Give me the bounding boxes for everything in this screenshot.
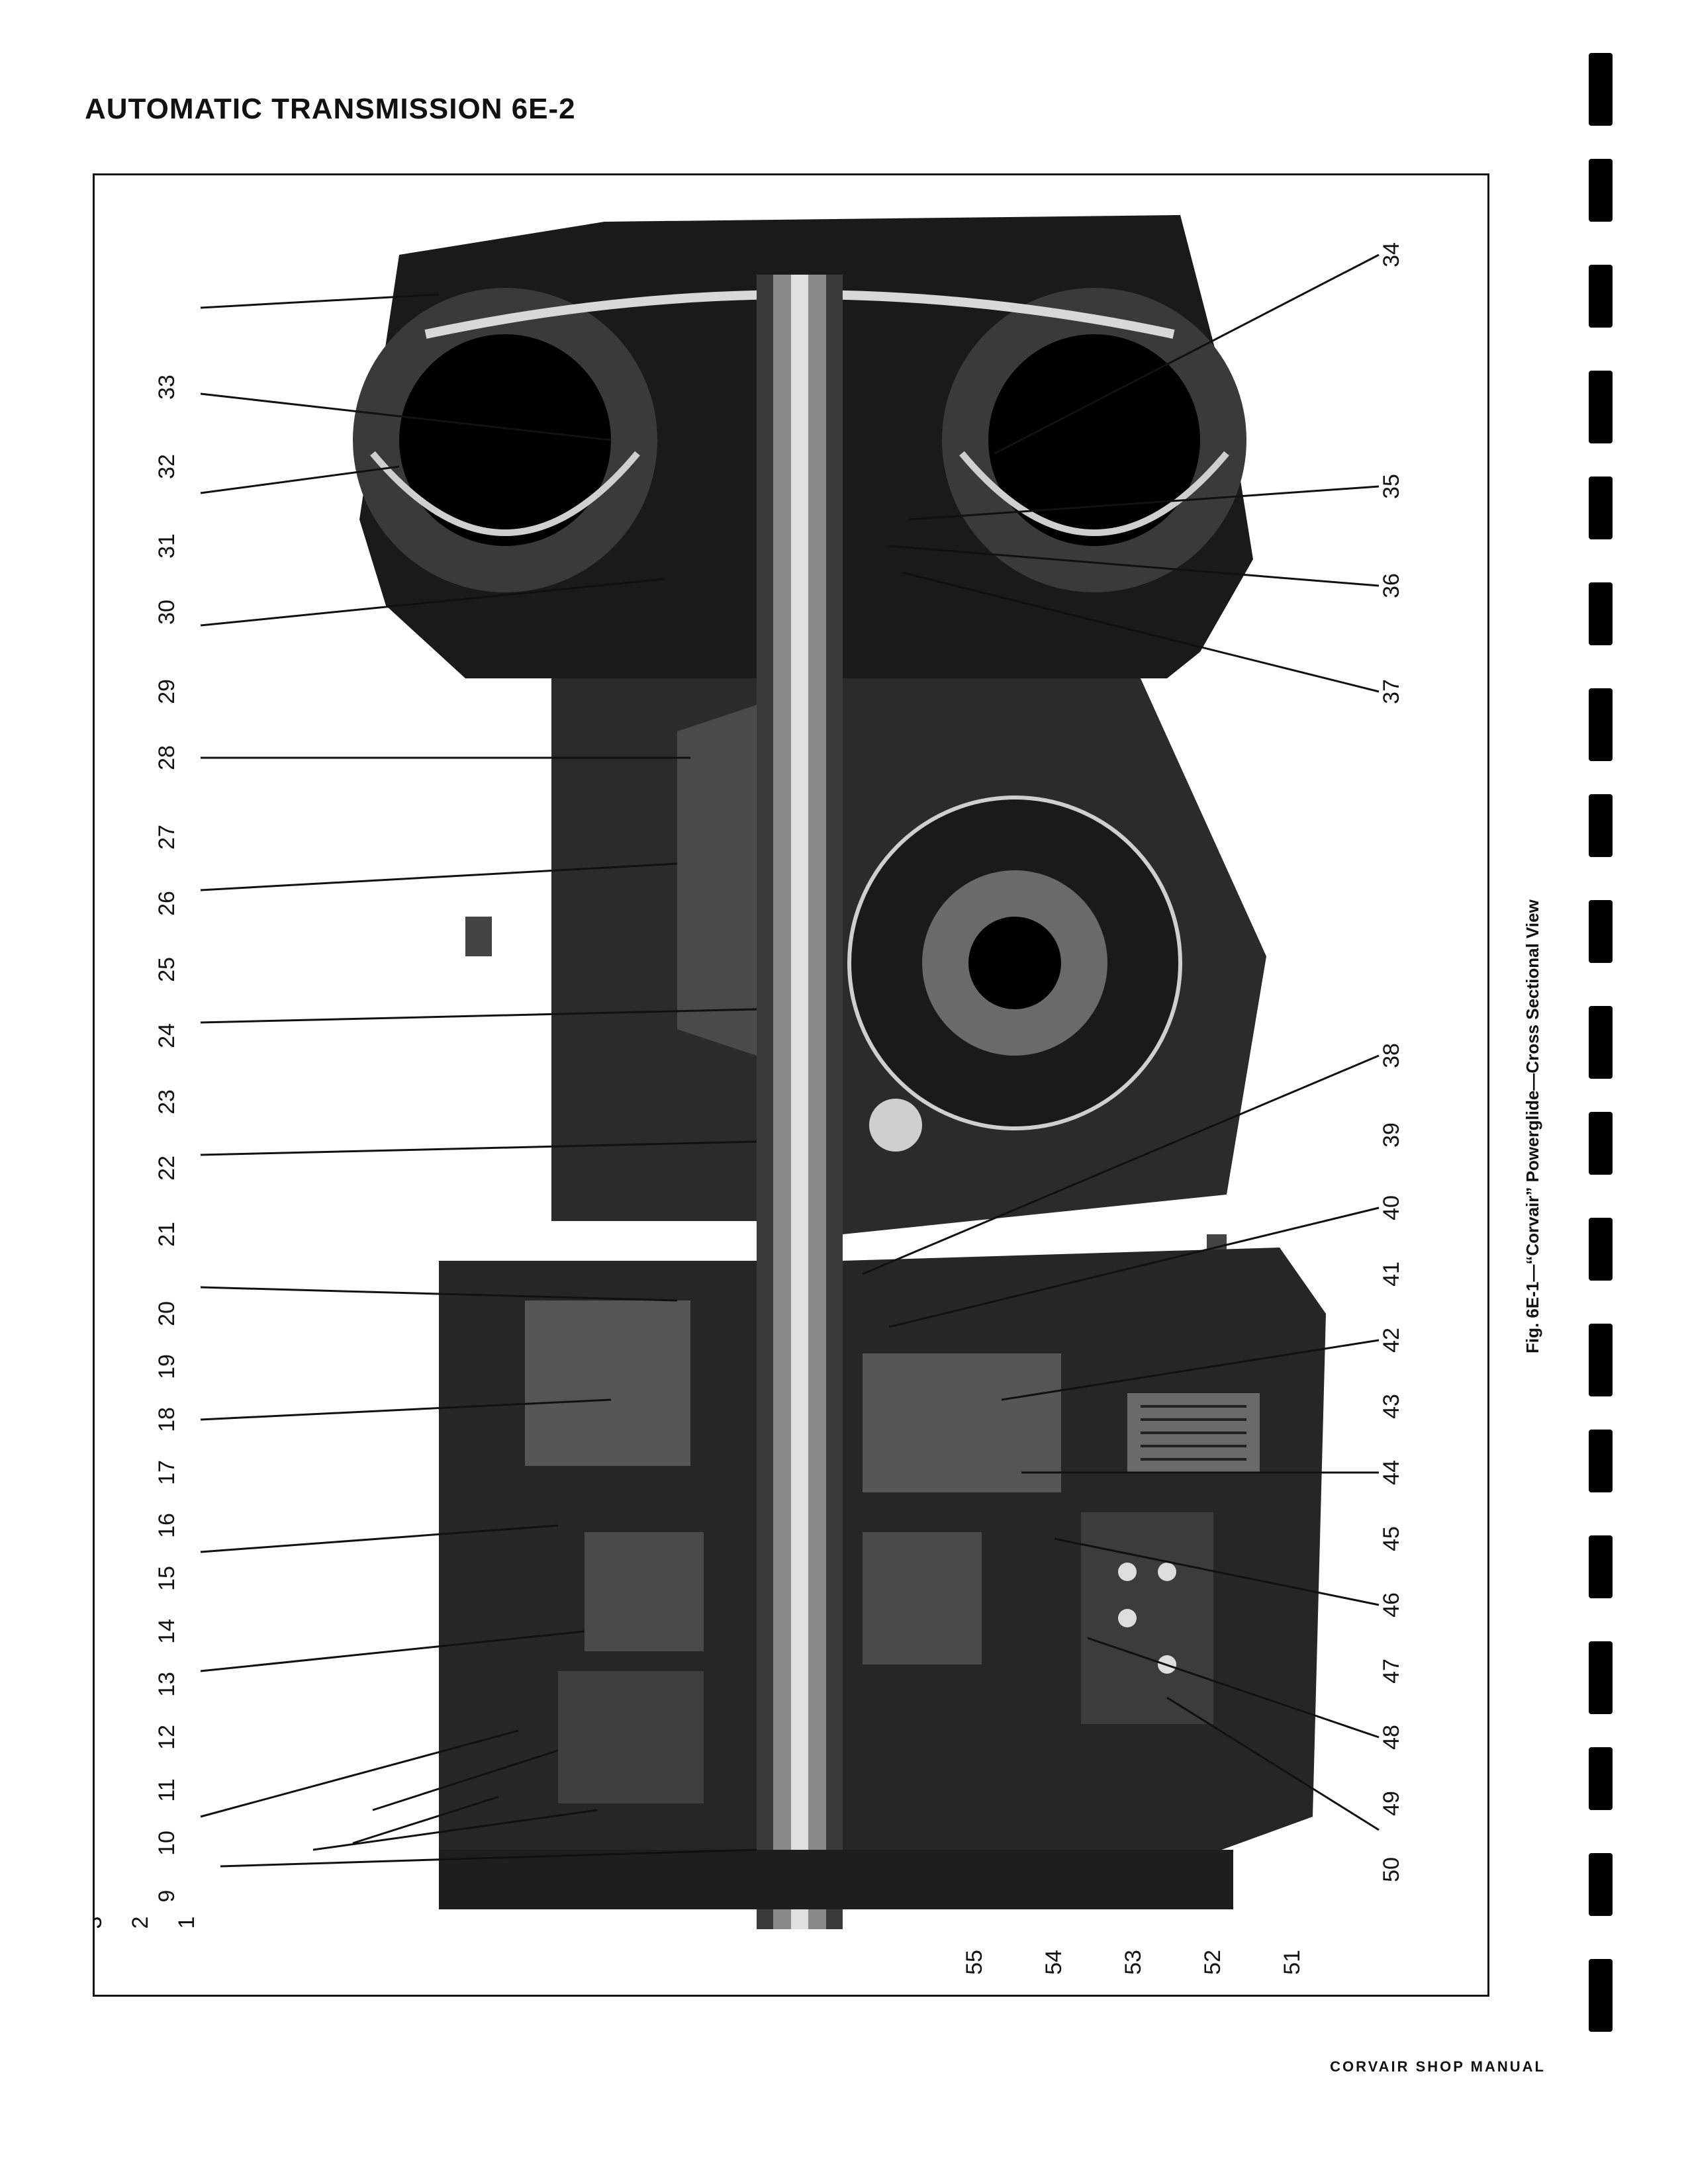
callout-26: 26 — [154, 891, 179, 916]
callout-31: 31 — [154, 533, 179, 559]
callout-39: 39 — [1379, 1122, 1404, 1148]
edge-mark — [1589, 1641, 1613, 1714]
edge-mark — [1589, 1324, 1613, 1396]
edge-mark — [1589, 1112, 1613, 1175]
callout-36: 36 — [1379, 573, 1404, 598]
leader-lines — [200, 253, 1380, 1868]
callout-41: 41 — [1379, 1261, 1404, 1287]
edge-mark — [1589, 688, 1613, 761]
edge-mark — [1589, 1959, 1613, 2032]
edge-mark — [1589, 1853, 1613, 1916]
edge-mark — [1589, 582, 1613, 645]
edge-mark — [1589, 53, 1613, 126]
edge-mark — [1589, 477, 1613, 539]
callout-13: 13 — [154, 1672, 179, 1697]
callout-18: 18 — [154, 1407, 179, 1432]
callout-50: 50 — [1379, 1857, 1404, 1882]
callout-21: 21 — [154, 1222, 179, 1247]
callout-28: 28 — [154, 745, 179, 770]
callout-47: 47 — [1379, 1659, 1404, 1684]
pinion-gear — [677, 705, 757, 1056]
callout-42: 42 — [1379, 1328, 1404, 1353]
callout-35: 35 — [1379, 474, 1404, 499]
edge-mark — [1589, 1006, 1613, 1079]
callout-43: 43 — [1379, 1394, 1404, 1419]
callout-25: 25 — [154, 957, 179, 982]
callout-17: 17 — [154, 1460, 179, 1485]
page-footer: CORVAIR SHOP MANUAL — [1330, 2058, 1546, 2075]
callout-53: 53 — [1121, 1950, 1146, 1975]
callout-labels: 1234567891011121314151617181920212223242… — [95, 242, 1404, 1975]
callout-37: 37 — [1379, 679, 1404, 704]
callout-54: 54 — [1041, 1950, 1066, 1975]
callout-48: 48 — [1379, 1725, 1404, 1750]
edge-mark — [1589, 900, 1613, 963]
callout-32: 32 — [154, 454, 179, 479]
callout-38: 38 — [1379, 1043, 1404, 1068]
callout-44: 44 — [1379, 1460, 1404, 1485]
callout-3: 3 — [95, 1917, 107, 1929]
callout-40: 40 — [1379, 1195, 1404, 1220]
edge-mark — [1589, 1218, 1613, 1281]
callout-10: 10 — [154, 1831, 179, 1856]
callout-34: 34 — [1379, 242, 1404, 267]
callout-30: 30 — [154, 600, 179, 625]
callout-22: 22 — [154, 1156, 179, 1181]
transmission-cross-section: 1234567891011121314151617181920212223242… — [95, 215, 1404, 1975]
callout-16: 16 — [154, 1513, 179, 1538]
binding-edge-marks — [1589, 53, 1615, 2118]
callout-55: 55 — [962, 1950, 987, 1975]
callout-23: 23 — [154, 1089, 179, 1115]
callout-52: 52 — [1200, 1950, 1225, 1975]
edge-mark — [1589, 1535, 1613, 1598]
figure-caption: Fig. 6E-1—“Corvair” Powerglide—Cross Sec… — [1523, 899, 1542, 1353]
callout-49: 49 — [1379, 1791, 1404, 1816]
edge-mark — [1589, 371, 1613, 443]
callout-46: 46 — [1379, 1592, 1404, 1617]
callout-27: 27 — [154, 825, 179, 850]
callout-14: 14 — [154, 1619, 179, 1644]
callout-33: 33 — [154, 375, 179, 400]
valve-body — [1081, 1512, 1213, 1724]
callout-12: 12 — [154, 1725, 179, 1750]
callout-1: 1 — [174, 1917, 199, 1929]
callout-20: 20 — [154, 1301, 179, 1326]
callout-24: 24 — [154, 1023, 179, 1048]
callout-19: 19 — [154, 1354, 179, 1379]
edge-mark — [1589, 1430, 1613, 1492]
page-header: AUTOMATIC TRANSMISSION 6E-2 — [85, 93, 576, 125]
edge-mark — [1589, 265, 1613, 328]
callout-11: 11 — [154, 1778, 179, 1801]
figure-frame: 1234567891011121314151617181920212223242… — [93, 173, 1489, 1997]
callout-2: 2 — [128, 1917, 153, 1929]
edge-mark — [1589, 159, 1613, 222]
callout-9: 9 — [154, 1890, 179, 1903]
edge-mark — [1589, 794, 1613, 857]
callout-51: 51 — [1280, 1950, 1305, 1975]
callout-45: 45 — [1379, 1526, 1404, 1551]
callout-15: 15 — [154, 1566, 179, 1591]
edge-mark — [1589, 1747, 1613, 1810]
callout-29: 29 — [154, 679, 179, 704]
